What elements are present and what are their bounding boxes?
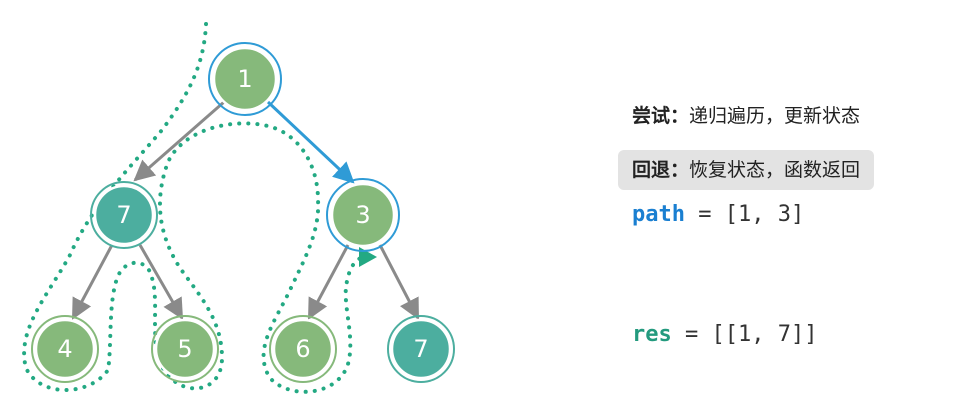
step-try-text: 递归遍历，更新状态 bbox=[689, 105, 861, 127]
tree-node-4: 4 bbox=[31, 315, 99, 383]
tree-node-3: 3 bbox=[326, 178, 400, 252]
path-variable: path bbox=[632, 202, 685, 227]
node-value: 7 bbox=[116, 201, 131, 229]
edge-7-4 bbox=[71, 244, 114, 320]
res-state: res = [[1, 7]] bbox=[632, 322, 817, 347]
edge-3-6 bbox=[307, 244, 350, 320]
node-value: 5 bbox=[177, 335, 192, 363]
node-value: 7 bbox=[413, 335, 428, 363]
step-backtrack-text: 恢复状态，函数返回 bbox=[689, 159, 861, 181]
res-variable: res bbox=[632, 322, 672, 347]
path-value: [1, 3] bbox=[724, 202, 805, 227]
step-try-label: 尝试： bbox=[632, 105, 690, 127]
path-state: path = [1, 3] bbox=[632, 202, 804, 227]
node-value: 3 bbox=[355, 201, 370, 229]
node-value: 6 bbox=[295, 335, 310, 363]
traversal-trace bbox=[22, 22, 366, 394]
res-value: [[1, 7]] bbox=[711, 322, 818, 347]
edge-1-7 bbox=[133, 100, 225, 182]
tree-node-5: 5 bbox=[151, 315, 219, 383]
step-backtrack: 回退：恢复状态，函数返回 bbox=[618, 150, 875, 190]
edge-1-3 bbox=[266, 100, 355, 184]
tree-node-1: 1 bbox=[208, 42, 282, 116]
trace-arrowhead bbox=[359, 247, 377, 267]
step-try: 尝试：递归遍历，更新状态 bbox=[618, 96, 874, 136]
tree-node-7-right: 7 bbox=[387, 315, 455, 383]
tree-node-7-left: 7 bbox=[90, 181, 158, 249]
edge-3-7 bbox=[378, 244, 420, 320]
path-equals: = bbox=[684, 202, 725, 227]
tree-node-6: 6 bbox=[269, 315, 337, 383]
binary-tree-diagram: 1 7 3 4 5 6 7 bbox=[22, 22, 455, 394]
node-value: 4 bbox=[57, 335, 72, 363]
step-backtrack-label: 回退： bbox=[632, 159, 690, 181]
edge-7-5 bbox=[138, 244, 184, 320]
res-equals: = bbox=[671, 322, 712, 347]
node-value: 1 bbox=[237, 65, 252, 93]
